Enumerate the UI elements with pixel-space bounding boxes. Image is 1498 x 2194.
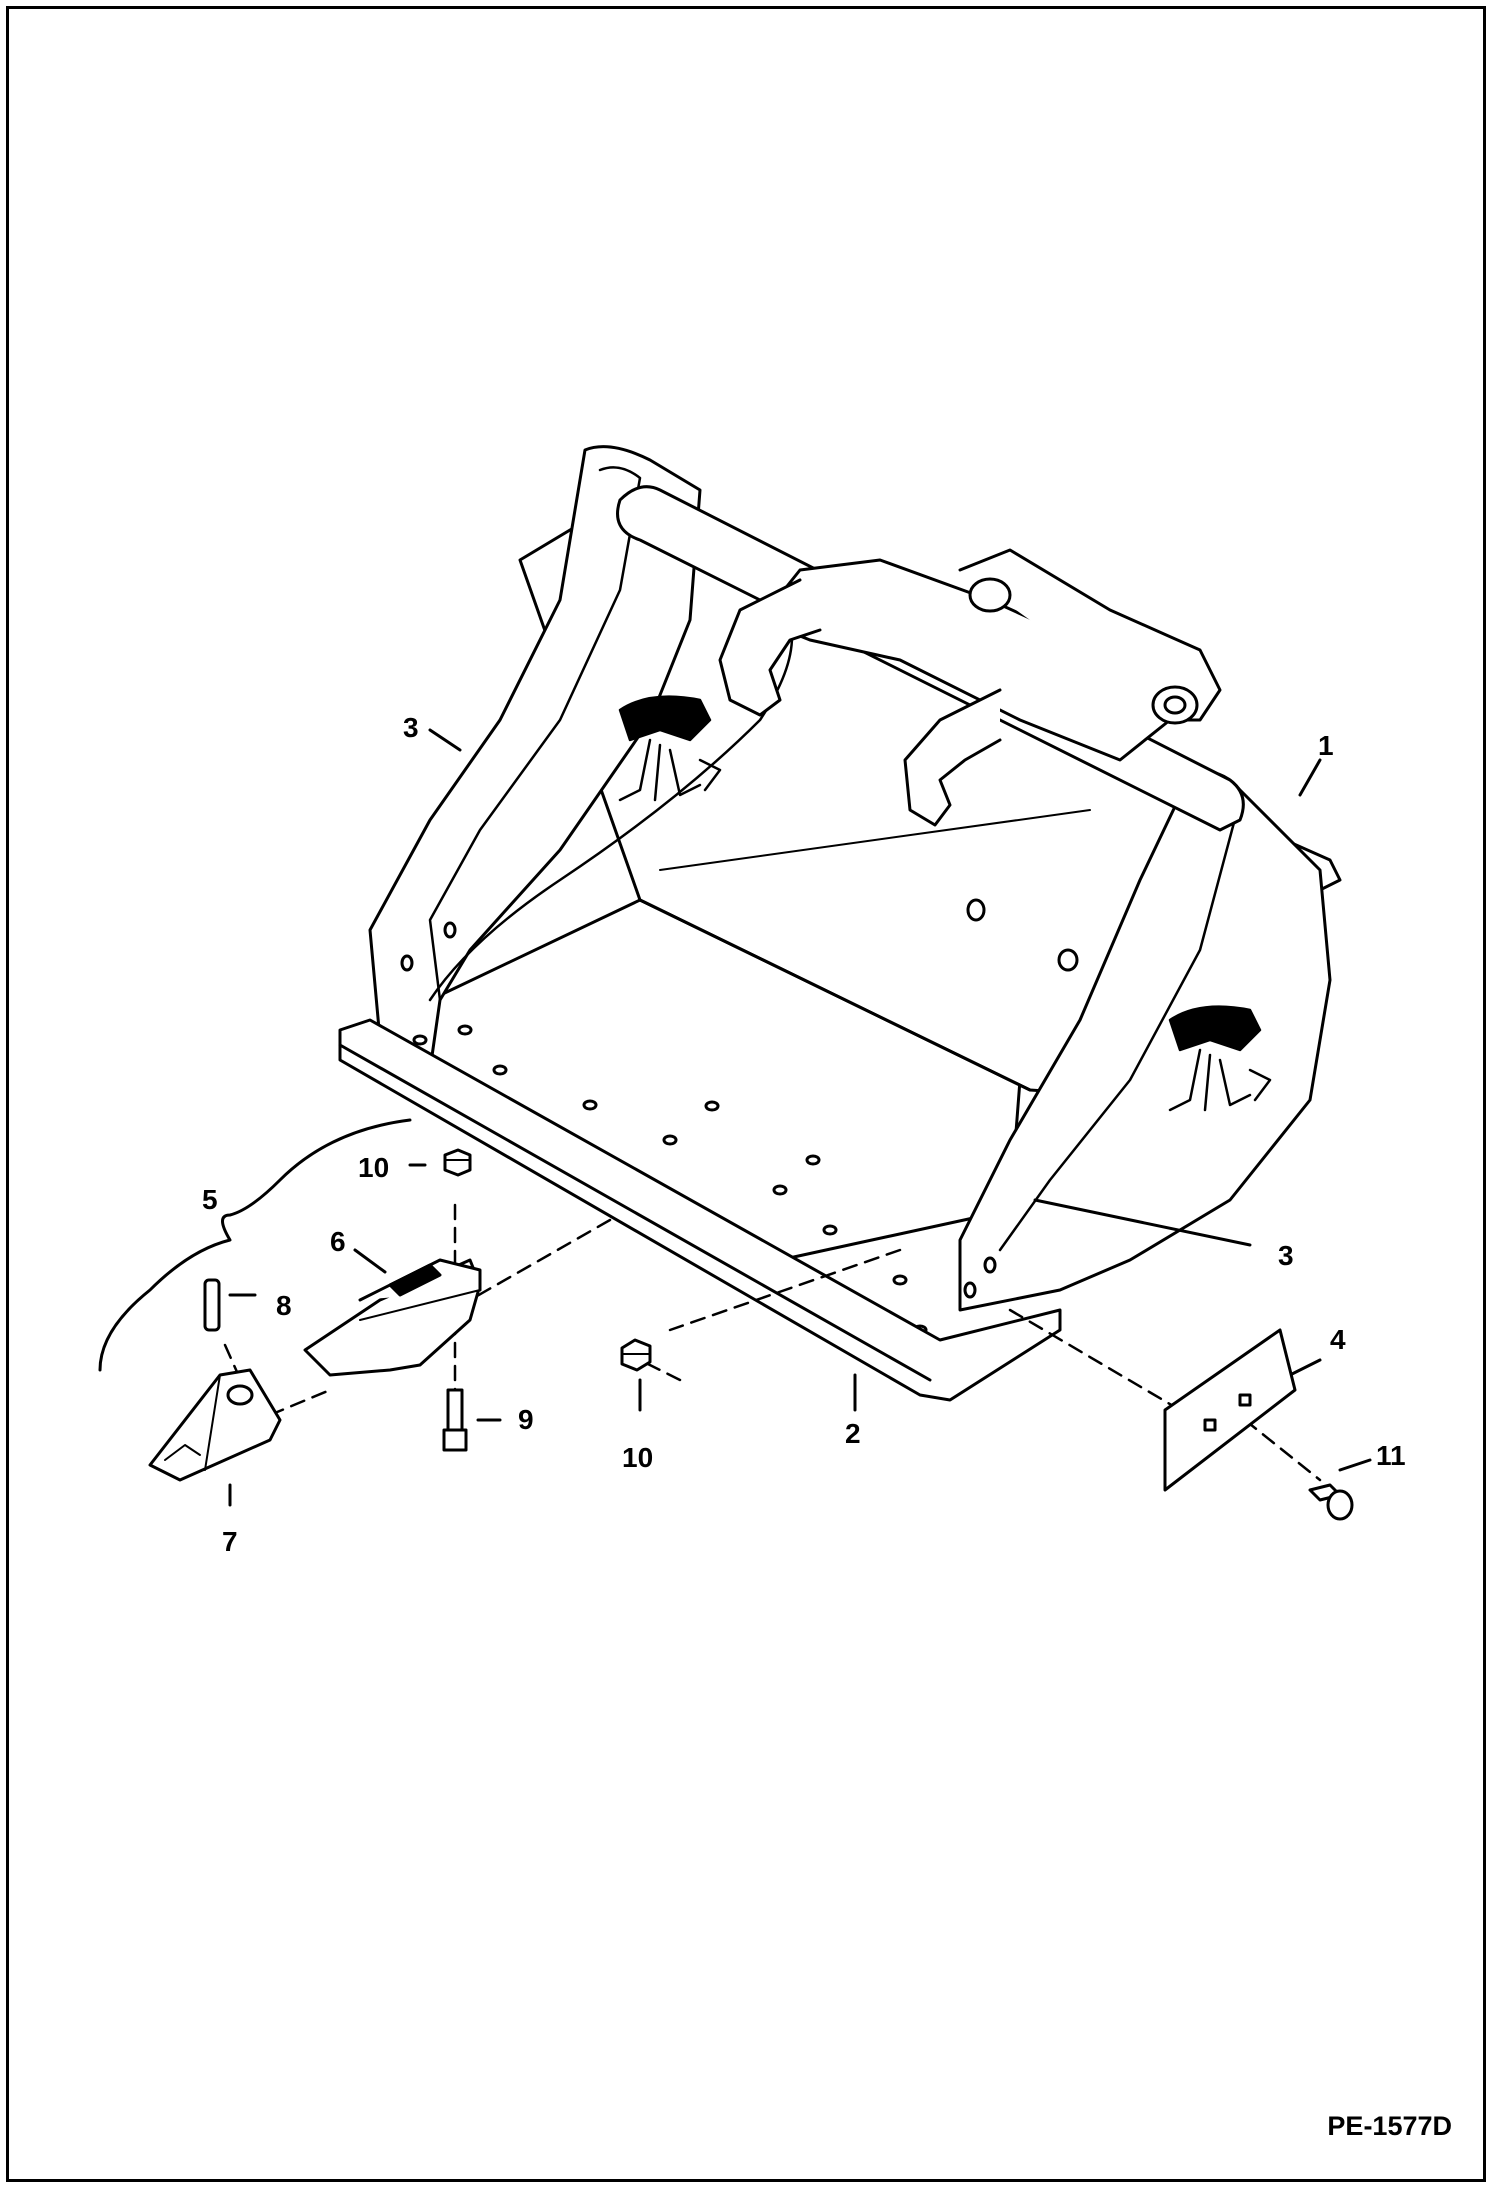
callout-6: 6 xyxy=(330,1226,346,1257)
tooth-7 xyxy=(148,1368,282,1482)
bucket-assembly xyxy=(338,445,1342,1402)
callout-8: 8 xyxy=(276,1290,292,1321)
coupler-mount xyxy=(718,548,1222,827)
logo-right xyxy=(1168,1005,1272,1112)
callout-9: 9 xyxy=(518,1404,534,1435)
left-side-plate xyxy=(368,445,702,1072)
callout-1: 1 xyxy=(1318,730,1334,761)
callout-5: 5 xyxy=(202,1184,218,1215)
cutting-edge xyxy=(338,1018,1062,1402)
callout-3-right: 3 xyxy=(1278,1240,1294,1271)
figure-id: PE-1577D xyxy=(1327,2111,1452,2141)
plow-bolt-11 xyxy=(1308,1483,1354,1521)
callout-10-upper: 10 xyxy=(358,1152,390,1183)
nut-10-lower xyxy=(620,1338,652,1372)
kit-bracket-5 xyxy=(98,1118,412,1372)
bolt-9 xyxy=(442,1388,468,1452)
callout-2: 2 xyxy=(845,1418,861,1449)
callout-4: 4 xyxy=(1330,1324,1346,1355)
callout-10-lower: 10 xyxy=(622,1442,654,1473)
pin-8 xyxy=(203,1278,221,1332)
nut-10-upper xyxy=(443,1148,472,1177)
callout-7: 7 xyxy=(222,1526,238,1557)
side-cutter-4 xyxy=(1163,1328,1297,1492)
adapter-6 xyxy=(303,1258,482,1377)
callout-11: 11 xyxy=(1376,1440,1406,1471)
leader-lines xyxy=(228,728,1372,1507)
logo-left xyxy=(618,695,722,802)
callout-3-left: 3 xyxy=(403,712,419,743)
